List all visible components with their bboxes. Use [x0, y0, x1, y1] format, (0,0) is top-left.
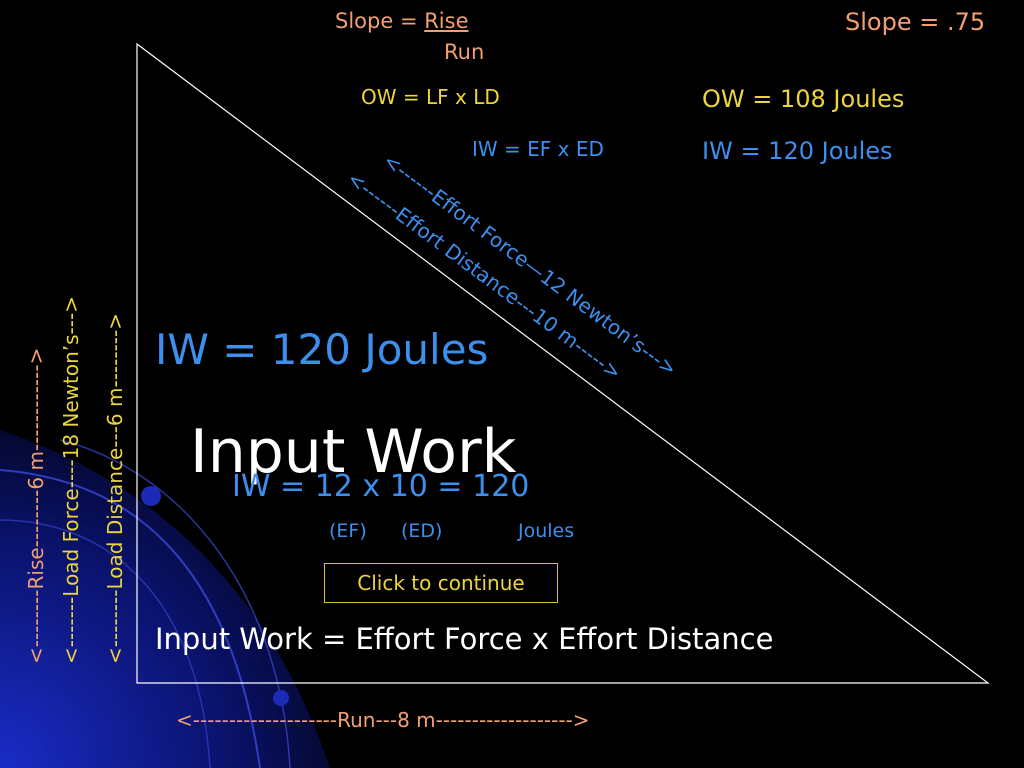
ow-result: OW = 108 Joules [702, 85, 905, 113]
slope-label: Slope = [335, 9, 425, 33]
load-force-label: <-------Load Force----18 Newton’s---> [59, 296, 83, 664]
load-distance-label: <--------Load Distance---6 m--------> [103, 313, 127, 664]
rise-label: <--------Rise--------6 m------------> [24, 347, 48, 664]
ow-formula: OW = LF x LD [361, 85, 500, 109]
iw-result: IW = 120 Joules [702, 137, 893, 165]
slope-value: Slope = .75 [845, 8, 986, 36]
slope-rise: Rise [424, 9, 469, 33]
slope-formula: Slope = Rise [335, 9, 469, 33]
ed-label: (ED) [401, 520, 443, 542]
joules-label: Joules [518, 520, 575, 542]
iw-formula: IW = EF x ED [472, 137, 604, 161]
iw-big-result: IW = 120 Joules [155, 325, 489, 374]
run-label: <--------------------Run---8 m----------… [176, 708, 590, 732]
continue-button[interactable]: Click to continue [324, 563, 558, 603]
input-work-definition: Input Work = Effort Force x Effort Dista… [155, 622, 774, 656]
slide-title: Input Work [190, 417, 517, 487]
iw-calculation: IW = 12 x 10 = 120 [232, 469, 530, 504]
slope-run: Run [444, 40, 485, 64]
ef-label: (EF) [329, 520, 367, 542]
